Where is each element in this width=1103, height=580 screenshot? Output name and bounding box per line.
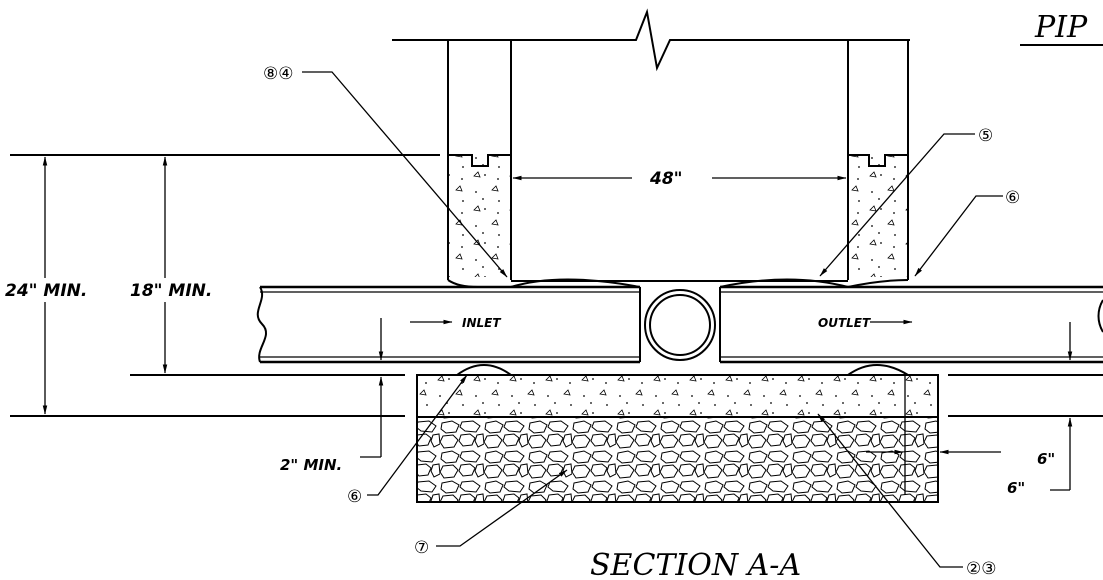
dim-2: 2" MIN. [280, 318, 384, 474]
break-line [392, 8, 910, 72]
callout-6-top-label: ⑥ [1005, 188, 1020, 208]
callout-7: ⑦ [414, 469, 568, 558]
outlet-pipe [720, 285, 1103, 364]
inlet-label: INLET [462, 316, 501, 330]
dim-48: 48" [512, 169, 847, 189]
dim-2-label: 2" MIN. [280, 456, 342, 474]
left-wall [447, 40, 512, 280]
callout-2-3: ②③ [817, 413, 996, 579]
callout-8-4-label: ⑧④ [263, 64, 293, 84]
callout-8-4: ⑧④ [263, 64, 508, 278]
dim-48-label: 48" [649, 169, 683, 189]
callout-7-label: ⑦ [414, 538, 429, 558]
title-text: PIP [1034, 10, 1088, 45]
dim-6-right: 6" 6" [866, 322, 1073, 497]
outlet-flow: OUTLET [818, 316, 913, 330]
right-wall [847, 40, 909, 280]
outlet-label: OUTLET [818, 316, 871, 330]
cross-pipe [639, 287, 721, 362]
section-title: SECTION A-A [590, 548, 801, 580]
callout-6-top: ⑥ [914, 188, 1020, 277]
dim-6b-label: 6" [1007, 479, 1025, 497]
dim-6a-label: 6" [1037, 450, 1055, 468]
bedding-base [416, 364, 939, 503]
dim-24-label: 24" MIN. [5, 281, 87, 301]
dim-18: 18" MIN. [130, 156, 212, 374]
inlet-flow: INLET [410, 316, 501, 330]
callout-6-bottom: ⑥ [347, 374, 468, 507]
dim-24: 24" MIN. [5, 156, 87, 415]
callout-2-3-label: ②③ [966, 559, 996, 579]
inlet-pipe [256, 285, 640, 364]
callout-5: ⑤ [819, 126, 993, 277]
dim-18-label: 18" MIN. [130, 281, 212, 301]
callout-6-bottom-label: ⑥ [347, 487, 362, 507]
callout-5-label: ⑤ [978, 126, 993, 146]
pipe-collars [447, 278, 909, 288]
